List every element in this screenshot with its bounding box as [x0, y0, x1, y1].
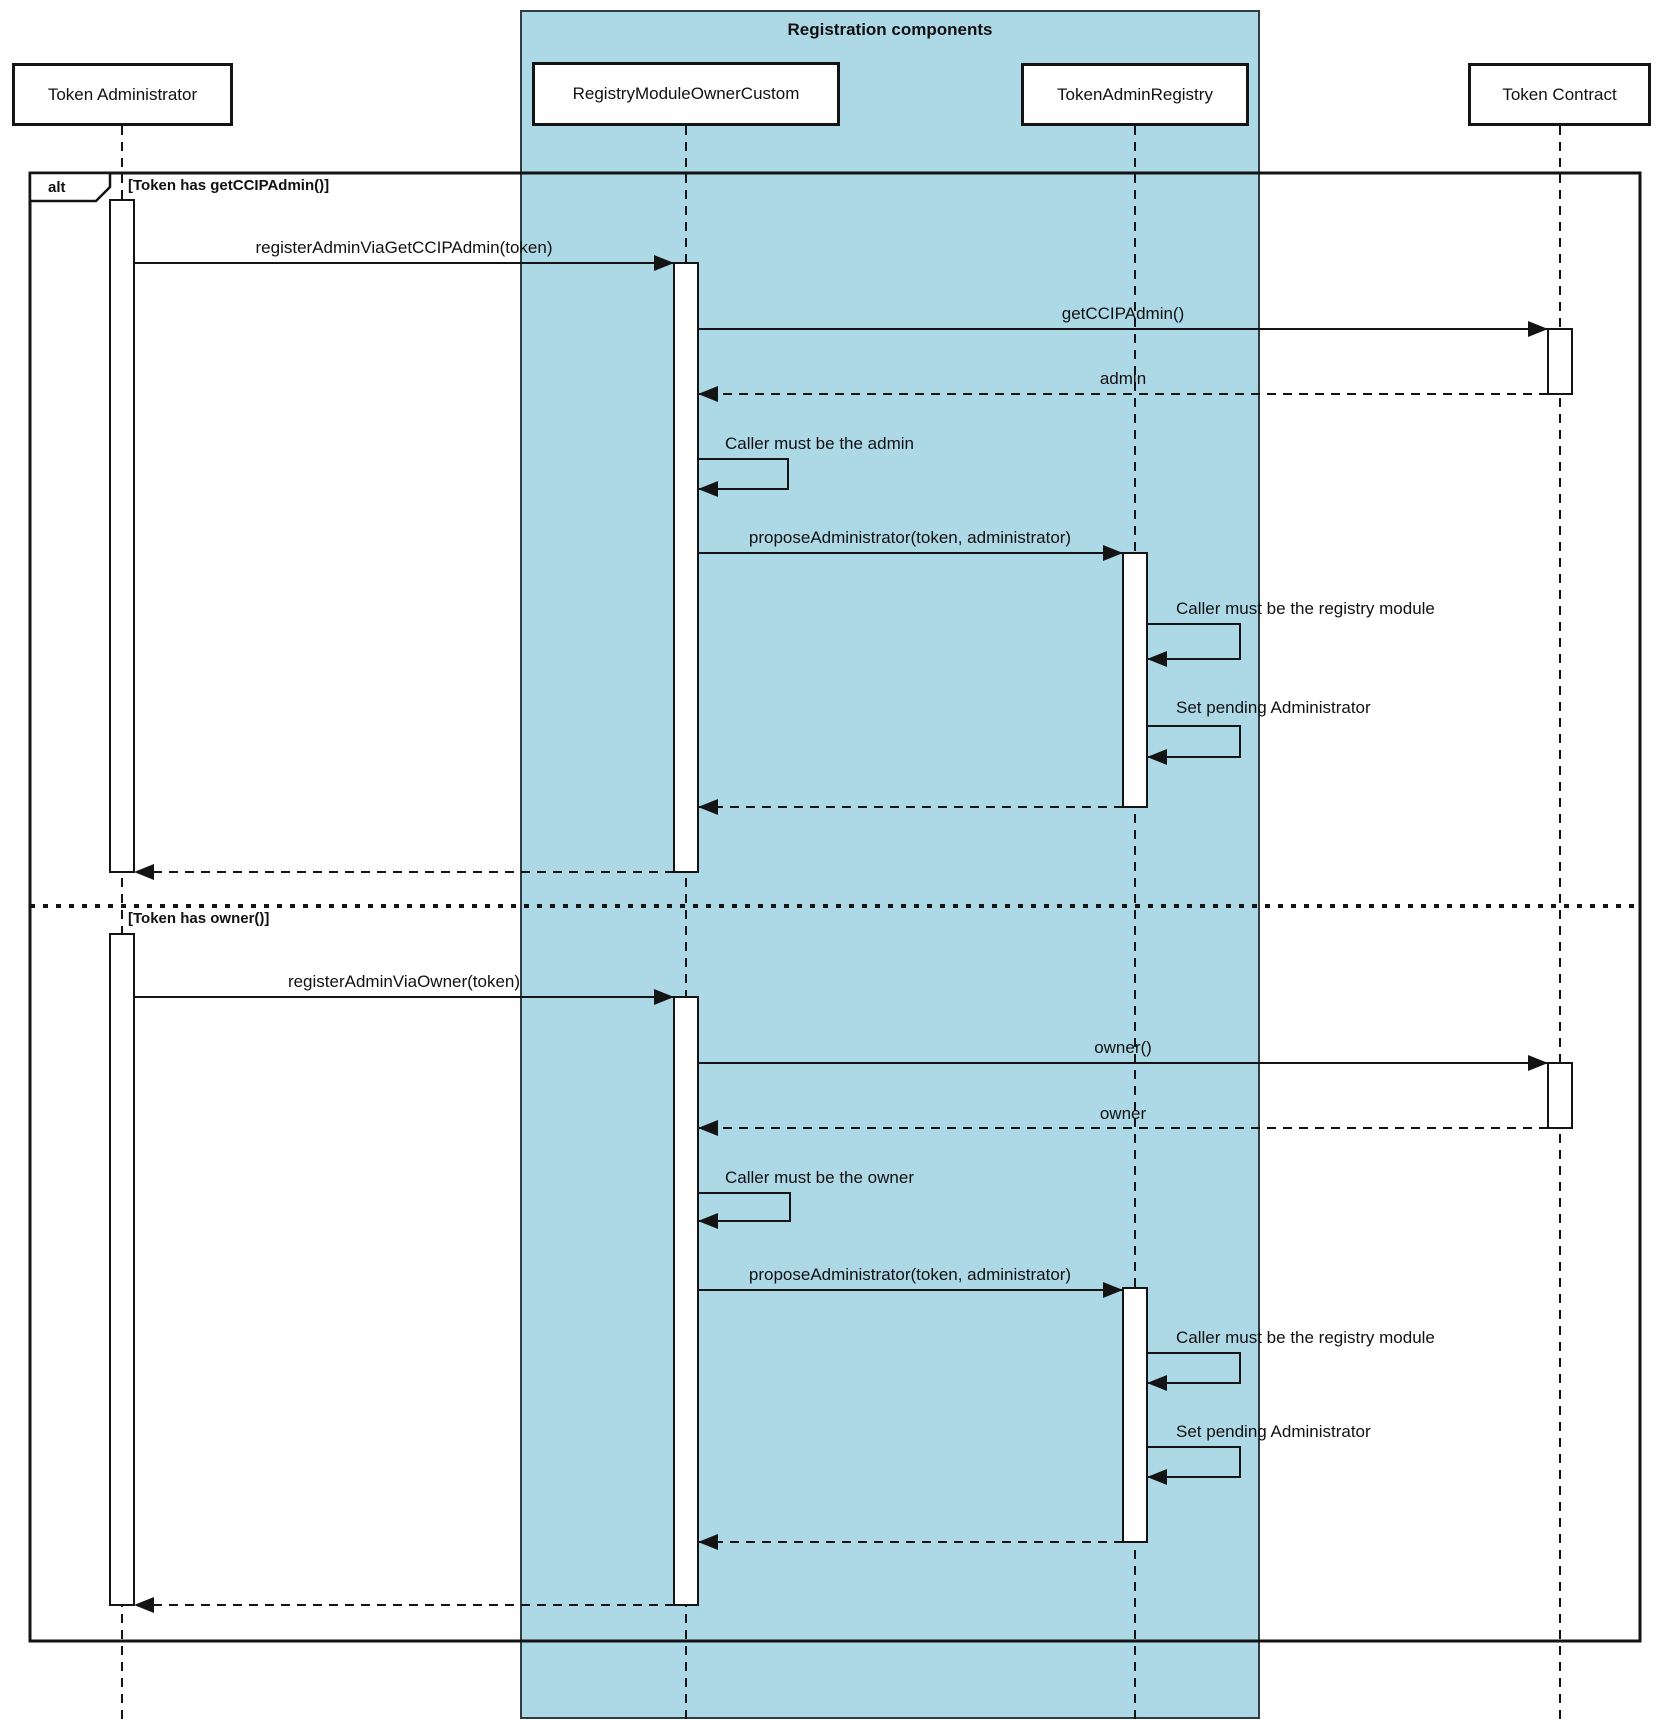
message-label-owner-return: owner: [1099, 1104, 1147, 1123]
participant-registry-module-owner-custom: RegistryModuleOwnerCustom: [532, 62, 840, 126]
participant-label: RegistryModuleOwnerCustom: [572, 84, 800, 103]
arrow-self-caller-must-be-registry-module-1: [1147, 623, 1241, 667]
message-label-caller-must-be-registry-module-1: Caller must be the registry module: [1176, 599, 1435, 618]
activation-registry-module-2: [673, 996, 699, 1606]
message-label-caller-must-be-registry-module-2: Caller must be the registry module: [1176, 1328, 1435, 1347]
activation-token-admin-registry-2: [1122, 1287, 1148, 1543]
arrow-self-caller-must-be-admin: [698, 458, 789, 497]
message-label-owner-call: owner(): [1094, 1038, 1152, 1057]
activation-token-contract-2: [1547, 1062, 1573, 1129]
guard-token-has-owner: [Token has owner()]: [128, 910, 270, 927]
message-label-registerAdminViaOwner: registerAdminViaOwner(token): [287, 972, 521, 991]
arrow-self-caller-must-be-registry-module-2: [1147, 1352, 1241, 1391]
alt-operator-pentagon: [28, 171, 112, 203]
activation-token-contract-1: [1547, 328, 1573, 395]
participant-label: TokenAdminRegistry: [1057, 84, 1213, 104]
arrow-self-set-pending-administrator-2: [1147, 1446, 1241, 1485]
activations: [109, 199, 1573, 1606]
branch2-arrows: [134, 989, 1548, 1613]
message-label-caller-must-be-admin: Caller must be the admin: [725, 434, 914, 453]
arrow-self-set-pending-administrator-1: [1147, 725, 1241, 765]
participant-token-administrator: Token Administrator: [12, 63, 233, 126]
guard-token-has-getccipadmin: [Token has getCCIPAdmin()]: [128, 177, 330, 194]
message-label-proposeAdministrator-2: proposeAdministrator(token, administrato…: [748, 1265, 1072, 1284]
alt-operator-label: alt: [48, 179, 66, 196]
region-title: Registration components: [787, 20, 993, 39]
lifelines: [121, 126, 1561, 1719]
message-label-admin: admin: [1099, 369, 1147, 388]
branch1-arrows: [134, 255, 1548, 880]
activation-registry-module-1: [673, 262, 699, 873]
participant-token-admin-registry: TokenAdminRegistry: [1021, 63, 1249, 126]
message-label-getCCIPAdmin: getCCIPAdmin(): [1061, 304, 1185, 323]
activation-token-administrator-1: [109, 199, 135, 873]
arrow-self-caller-must-be-owner: [698, 1192, 791, 1229]
message-label-proposeAdministrator-1: proposeAdministrator(token, administrato…: [748, 528, 1072, 547]
participant-label: Token Administrator: [47, 84, 198, 104]
activation-token-admin-registry-1: [1122, 552, 1148, 808]
message-label-set-pending-administrator-1: Set pending Administrator: [1176, 698, 1371, 717]
participant-token-contract: Token Contract: [1468, 63, 1651, 126]
message-label-set-pending-administrator-2: Set pending Administrator: [1176, 1422, 1371, 1441]
message-label-caller-must-be-owner: Caller must be the owner: [725, 1168, 914, 1187]
message-label-registerAdminViaGetCCIPAdmin: registerAdminViaGetCCIPAdmin(token): [255, 238, 553, 257]
participant-label: Token Contract: [1502, 84, 1617, 104]
activation-token-administrator-2: [109, 933, 135, 1606]
